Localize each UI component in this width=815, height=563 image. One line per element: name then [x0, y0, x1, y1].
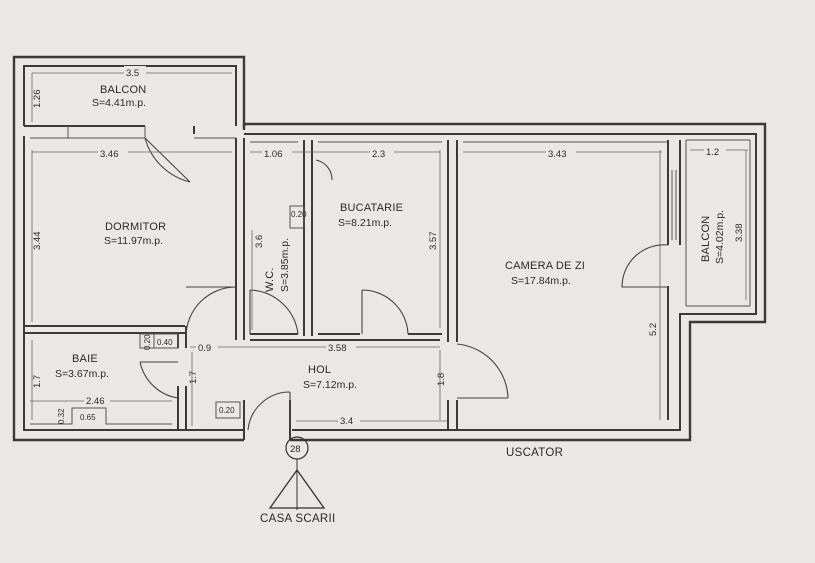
- dim-hol-bottom: 3.4: [340, 416, 353, 427]
- dim-balcon-top-width: 3.5: [126, 68, 139, 79]
- dormitor-name: DORMITOR: [105, 221, 166, 233]
- dim-bg: [338, 415, 360, 426]
- door-balcon-right: [621, 244, 669, 288]
- dim-bg: [704, 145, 726, 157]
- dim-hol-width: 3.58: [328, 343, 347, 354]
- door-dormitor-balcon: [144, 137, 191, 183]
- uscator-label: USCATOR: [506, 447, 563, 459]
- dim-bg: [370, 147, 394, 159]
- door-bucatarie: [361, 289, 409, 335]
- apartment-number: 28: [290, 444, 301, 455]
- dim-bg: [262, 147, 292, 159]
- dim-bg: [84, 395, 110, 406]
- main-left-outer-wall: [12, 130, 244, 442]
- dim-hol-left: 0.9: [198, 343, 211, 354]
- dim-balcon-right-depth: 3.38: [734, 224, 745, 243]
- door-dormitor: [185, 286, 237, 337]
- dormitor-area: S=11.97m.p.: [104, 235, 163, 247]
- doors: [139, 137, 669, 431]
- bucatarie-area: S=8.21m.p.: [338, 217, 392, 229]
- dim-dormitor-width: 3.46: [100, 149, 119, 160]
- dim-bg: [196, 342, 218, 353]
- dim-camera-width: 3.43: [548, 149, 567, 160]
- dim-baie-small-2: 0.65: [80, 413, 96, 422]
- door-wc: [249, 289, 299, 335]
- hol-area: S=7.12m.p.: [303, 379, 357, 391]
- dim-baie-depth: 1.7: [32, 375, 43, 388]
- balcon-top-name: BALCON: [100, 84, 146, 96]
- baie-area: S=3.67m.p.: [55, 368, 109, 380]
- dim-bg: [124, 66, 146, 78]
- door-baie: [139, 361, 179, 399]
- balcon-right-area: S=4.02m.p.: [714, 210, 726, 264]
- dim-baie-small-1: 0.32: [57, 408, 66, 424]
- dim-wc-width: 1.06: [264, 149, 283, 160]
- hol-name: HOL: [308, 364, 331, 376]
- bucatarie-name: BUCATARIE: [340, 202, 403, 214]
- dim-wc-depth: 3.6: [254, 235, 265, 248]
- dim-bucatarie-width: 2.3: [372, 149, 385, 160]
- main-right-inner-wall: [244, 133, 757, 431]
- balcon-right-name: BALCON: [700, 216, 712, 262]
- room-labels: BALCON S=4.41m.p. DORMITOR S=11.97m.p. B…: [55, 84, 726, 391]
- dim-baie-duct-2: 0.40: [157, 338, 173, 347]
- wc-name: W.C.: [264, 267, 276, 292]
- dim-hol-depth-left: 1.7: [188, 371, 199, 384]
- camera-de-zi-name: CAMERA DE ZI: [505, 260, 585, 272]
- dim-bucatarie-depth: 3.57: [428, 232, 439, 251]
- casa-scarii-label: CASA SCARII: [260, 513, 336, 525]
- dim-balcon-right-width: 1.2: [706, 147, 719, 158]
- stair-arrow: [268, 468, 326, 509]
- dim-bg: [98, 147, 128, 159]
- baie-duct-box: [139, 333, 179, 349]
- dim-baie-width: 2.46: [86, 396, 105, 407]
- balcon-top-outer-wall: [12, 55, 246, 130]
- dim-bg: [326, 342, 356, 353]
- door-camera: [456, 343, 509, 399]
- dim-camera-depth: 5.2: [648, 323, 659, 336]
- camera-de-zi-area: S=17.84m.p.: [511, 275, 571, 287]
- dim-wc-duct: 0.20: [291, 210, 307, 219]
- balcon-top-area: S=4.41m.p.: [92, 97, 146, 109]
- wc-duct-box: [289, 205, 305, 229]
- dim-dormitor-depth: 3.44: [32, 232, 43, 251]
- door-entry: [247, 391, 291, 431]
- main-right-outer-wall: [244, 122, 767, 442]
- annotations: 28 CASA SCARII USCATOR: [260, 436, 563, 525]
- dim-bg: [546, 147, 576, 159]
- dim-baie-duct: 0.20: [143, 334, 152, 350]
- dim-hol-duct: 0.20: [219, 406, 235, 415]
- outer-walls: [12, 55, 767, 442]
- main-left-inner-wall: [23, 136, 244, 431]
- dimension-labels: 3.5 1.26 3.46 3.44 1.06 2.3 3.57 3.6 0.2…: [32, 66, 745, 427]
- door-bucatarie-small: [315, 159, 333, 181]
- baie-name: BAIE: [72, 353, 98, 365]
- dim-hol-door: 1.8: [436, 373, 447, 386]
- hol-duct-box: [215, 401, 241, 419]
- baie-bottom-notch: [30, 407, 172, 425]
- wc-area: S=3.85m.p.: [279, 238, 291, 292]
- dim-balcon-top-depth: 1.26: [32, 90, 43, 109]
- interior-walls: [24, 125, 751, 440]
